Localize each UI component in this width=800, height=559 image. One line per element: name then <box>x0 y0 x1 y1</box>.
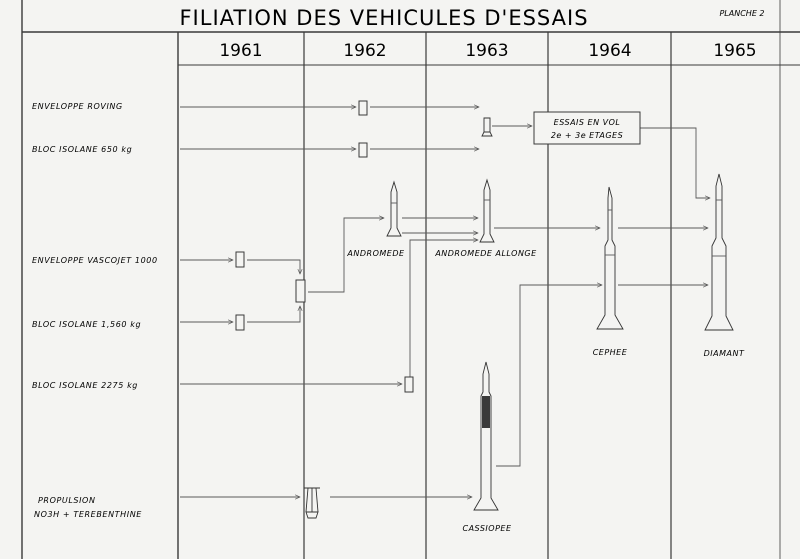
row-bloc-1560: BLOC ISOLANE 1,560 kg <box>32 320 141 329</box>
row-enveloppe-vascojet: ENVELOPPE VASCOJET 1000 <box>32 256 158 265</box>
flow-arrows <box>180 107 710 497</box>
component-blocks <box>235 100 493 519</box>
rocket-diamant <box>704 173 734 331</box>
bloc1560-block-1961 <box>235 314 245 331</box>
row-bloc-2275: BLOC ISOLANE 2275 kg <box>32 381 138 390</box>
bloc650-block-1962 <box>358 142 368 158</box>
page-title: FILIATION DES VEHICULES D'ESSAIS <box>179 6 588 30</box>
roving-block-1962 <box>358 100 368 116</box>
stage-1963 <box>481 117 493 137</box>
year-1965: 1965 <box>713 41 756 61</box>
label-andromede: ANDROMEDE <box>346 249 405 258</box>
year-1962: 1962 <box>343 41 386 61</box>
row-propulsion-fuel: NO3H + TEREBENTHINE <box>34 510 142 519</box>
essais-line-2: 2e + 3e ETAGES <box>551 131 623 140</box>
row-bloc-650: BLOC ISOLANE 650 kg <box>32 145 132 154</box>
row-enveloppe-roving: ENVELOPPE ROVING <box>32 102 123 111</box>
rocket-andromede <box>386 180 402 237</box>
rocket-cephee <box>596 186 624 330</box>
label-cephee: CEPHEE <box>593 348 628 357</box>
rocket-cassiopee <box>473 361 499 511</box>
label-cassiopee: CASSIOPEE <box>462 524 511 533</box>
vascojet-block-1961 <box>235 251 245 268</box>
label-diamant: DIAMANT <box>704 349 745 358</box>
combined-stage-1961 <box>295 279 306 303</box>
year-1963: 1963 <box>465 41 508 61</box>
year-1964: 1964 <box>588 41 631 61</box>
grid-frame <box>21 0 800 559</box>
year-1961: 1961 <box>219 41 262 61</box>
rocket-andromede-allonge <box>479 178 495 243</box>
propulsion-engine <box>304 487 320 519</box>
bloc2275-block-1962 <box>404 376 414 393</box>
essais-en-vol-box <box>533 111 641 145</box>
planche-label: PLANCHE 2 <box>719 9 764 18</box>
label-andromede-allonge: ANDROMEDE ALLONGE <box>434 249 537 258</box>
row-propulsion: PROPULSION <box>38 496 96 505</box>
essais-line-1: ESSAIS EN VOL <box>554 118 621 127</box>
